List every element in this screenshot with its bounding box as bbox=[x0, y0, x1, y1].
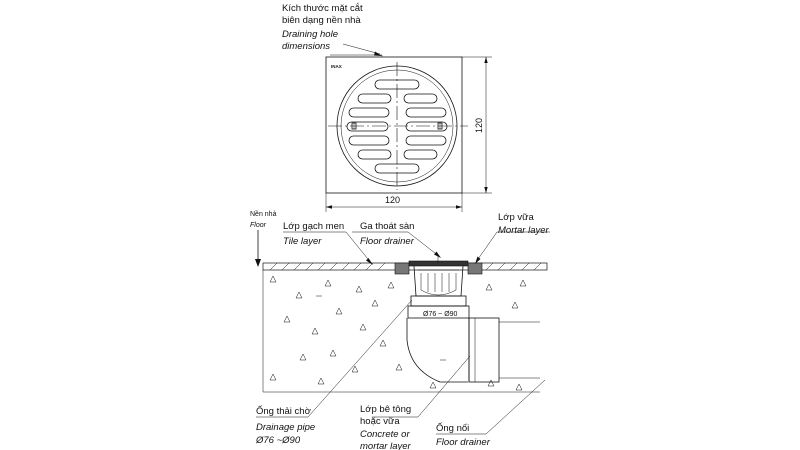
tile-leader bbox=[283, 231, 373, 265]
height-dimension: 120 bbox=[462, 56, 492, 194]
grate-square-frame bbox=[325, 56, 463, 194]
connector-leader bbox=[436, 379, 546, 435]
grate-slot bbox=[405, 107, 447, 118]
height-dimension-label: 120 bbox=[474, 118, 484, 133]
hole-label-vi-1: Kích thước mặt cắt bbox=[282, 3, 363, 14]
pipe-size-label: Ø76 ~Ø90 bbox=[255, 435, 301, 446]
drainer-label-en: Floor drainer bbox=[360, 236, 415, 247]
grate-slot bbox=[357, 149, 392, 160]
floor-drainer-body: Ø76 ~ Ø90 bbox=[407, 256, 470, 319]
concrete-aggregate bbox=[269, 275, 527, 391]
tile-hatch bbox=[269, 262, 542, 271]
concrete-label-vi-2: hoặc vữa bbox=[360, 416, 400, 427]
grate-slot bbox=[348, 135, 390, 146]
concrete-label-en-1: Concrete or bbox=[360, 429, 410, 440]
concrete-annotation: Lớp bê tông hoặc vữa Concrete or mortar … bbox=[360, 404, 412, 450]
drainer-annotation: Ga thoát sàn Floor drainer bbox=[360, 221, 415, 247]
drainage-elbow-pipe bbox=[406, 317, 540, 383]
floor-arrow-head bbox=[255, 259, 261, 267]
hole-label-vi-2: biên dạng nền nhà bbox=[282, 15, 361, 26]
connector-label-vi: Ống nối bbox=[436, 422, 469, 434]
connector-label-en: Floor drainer bbox=[436, 437, 491, 448]
concrete-leader bbox=[372, 355, 471, 418]
drainer-label-vi: Ga thoát sàn bbox=[360, 221, 414, 232]
floor-label-vi: Nền nhà bbox=[250, 209, 277, 218]
pipe-label-en: Drainage pipe bbox=[256, 422, 315, 433]
width-dimension-label: 120 bbox=[385, 195, 400, 205]
mortar-annotation: Lớp vữa Mortar layer bbox=[498, 212, 550, 236]
grate-slot bbox=[357, 93, 392, 104]
pipe-leader bbox=[256, 299, 413, 418]
floor-label-en: Floor bbox=[250, 222, 267, 229]
tile-label-vi: Lớp gạch men bbox=[283, 221, 344, 232]
hole-dimension-annotation: Kích thước mặt cắt biên dạng nền nhà Dra… bbox=[282, 3, 363, 52]
connector-annotation: Ống nối Floor drainer bbox=[436, 422, 491, 448]
pipe-label-vi: Ống thải chờ bbox=[256, 405, 311, 417]
pipe-dimension-label: Ø76 ~ Ø90 bbox=[423, 311, 458, 318]
hole-label-en-2: dimensions bbox=[282, 41, 330, 52]
mortar-leader bbox=[475, 231, 550, 263]
tile-label-en: Tile layer bbox=[283, 236, 322, 247]
section-view: Nền nhà Floor bbox=[250, 209, 550, 435]
grate-slot bbox=[346, 121, 389, 132]
tile-annotation: Lớp gạch men Tile layer bbox=[283, 221, 344, 247]
hole-label-en-1: Draining hole bbox=[282, 29, 338, 40]
width-dimension: 120 bbox=[325, 193, 463, 212]
connector-pipe bbox=[468, 317, 500, 383]
grate-slot bbox=[403, 149, 438, 160]
grate-slot bbox=[405, 121, 448, 132]
concrete-label-en-2: mortar layer bbox=[360, 441, 412, 450]
grate-slot bbox=[405, 135, 447, 146]
mortar-label-vi: Lớp vữa bbox=[498, 212, 535, 223]
mortar-block-right bbox=[467, 262, 483, 275]
grate-top-view: INAX bbox=[325, 43, 492, 212]
grate-logo: INAX bbox=[331, 64, 342, 69]
mortar-block-left bbox=[394, 262, 410, 275]
grate-slot bbox=[348, 107, 390, 118]
grate-slot bbox=[403, 93, 438, 104]
drainer-leader bbox=[352, 231, 441, 258]
concrete-label-vi-1: Lớp bê tông bbox=[360, 404, 411, 415]
mortar-label-en: Mortar layer bbox=[498, 225, 550, 236]
pipe-annotation: Ống thải chờ Drainage pipe Ø76 ~Ø90 bbox=[255, 405, 315, 446]
